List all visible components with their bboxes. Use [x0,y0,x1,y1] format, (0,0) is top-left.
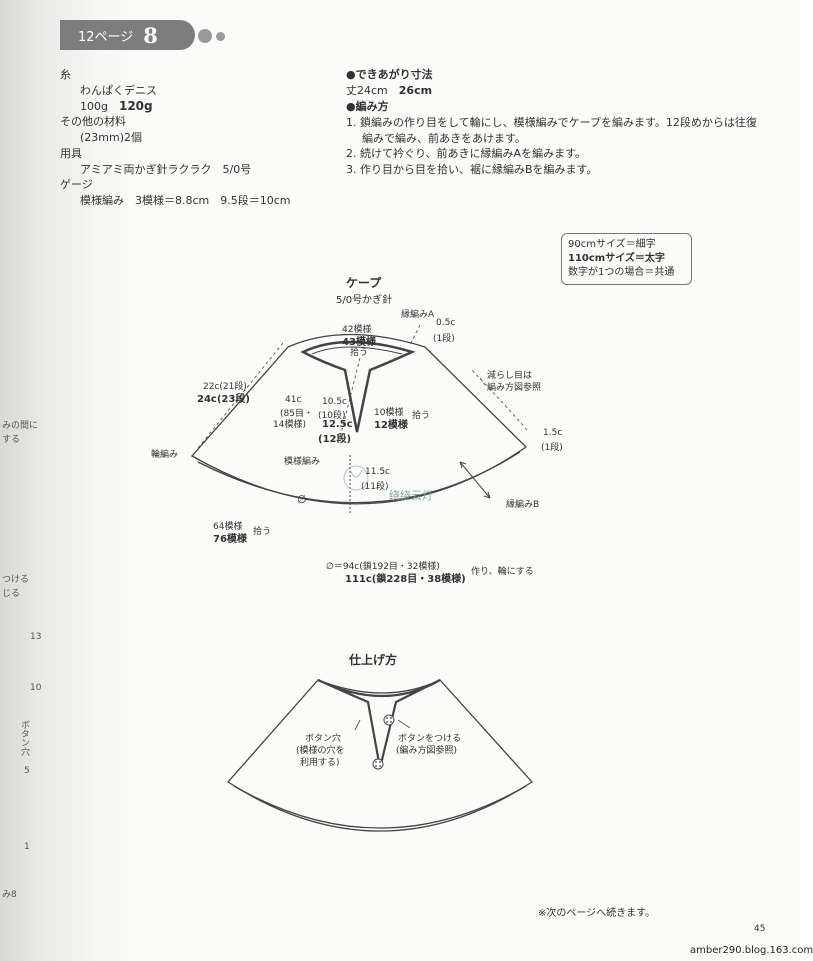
step-2: 2. 続けて衿ぐり、前あきに縁編みAを編みます。 [346,147,586,160]
yarn-label: 糸 [60,68,71,81]
chain-count-large: 111c(鎖228目・38模様) [345,574,466,585]
continue-note: ※次のページへ続きます。 [538,908,656,919]
side-length: 22c(21段) [203,382,247,392]
buttonhole-label: ボタン穴 [305,734,342,744]
size-legend: 90cmサイズ＝細字 110cmサイズ＝太字 数字が1つの場合＝共通 [561,233,692,285]
opening-length: 10.5c [322,397,347,407]
size-heading: ●できあがり寸法 [346,68,433,81]
button-material: (23mm)2個 [80,131,143,144]
top-rows: (1段) [433,334,455,344]
margin-text: する [2,435,21,445]
step-3: 3. 作り目から目を拾い、裾に縁編みBを編みます。 [346,163,598,176]
pattern-label: 模様編み [284,457,321,467]
chain-note: 作り、輪にする [471,567,534,577]
neck-stitches: 42模様 [342,325,372,335]
opening-pick: 拾う [412,411,431,421]
opening-rows-large: (12段) [318,434,352,445]
margin-text: つける [2,575,30,585]
edging-b-label: 縁編みB [506,500,540,510]
watermark: 绕绕云灯 [389,489,433,502]
needle-label: 用具 [60,147,82,160]
margin-text: 5 [24,766,30,776]
attach-button-note: (編み方図参照) [396,746,458,756]
buttonhole-note: (模様の穴を [296,746,345,756]
margin-text: 10 [30,683,42,693]
finishing-title: 仕上げ方 [349,653,398,667]
other-materials-label: その他の材料 [60,115,126,128]
page-header-tab: 12ページ 8 [60,20,195,50]
edging-a-label: 縁編みA [401,310,435,320]
page-number: 45 [754,924,766,934]
legend-line: 90cmサイズ＝細字 [568,239,656,250]
ring-label: 輪編み [151,450,179,460]
neck-stitches-large: 43模様 [342,337,376,348]
side-length-large: 24c(23段) [197,394,250,405]
decrease-note-2: 編み方図参照 [487,383,542,393]
needle: アミアミ両かぎ針ラクラク 5/0号 [80,163,252,176]
source-url: amber290.blog.163.com [690,945,813,956]
top-width: 0.5c [436,318,456,328]
item-number: 8 [143,22,158,48]
page-ref: 12ページ [78,29,134,45]
yarn-name: わんぱくデニス [80,84,157,97]
body-rows: (11段) [361,482,389,492]
header-dot-small [216,32,225,41]
margin-text: じる [2,589,21,599]
margin-text: 13 [30,632,42,642]
front-stitches: (85目・ [280,409,313,419]
diameter-symbol: ∅ [297,493,307,506]
body-length: 11.5c [365,467,390,477]
hem-pattern-large: 76模様 [213,534,247,545]
hem-pattern: 64模様 [213,522,243,532]
attach-button-label: ボタンをつける [398,734,462,744]
opening-length-large: 12.5c [322,419,353,430]
front-pattern: 14模様) [273,420,306,430]
chain-count: ∅＝94c(鎖192目・32模様) [326,562,440,572]
step-1-cont: 編みで編み、前あきをあけます。 [362,132,526,145]
margin-text: ボタン穴 [19,720,29,756]
margin-text: 1 [24,842,30,852]
front-length: 41c [285,395,302,405]
method-heading: ●編み方 [346,100,389,113]
neck-pick: 拾う [350,348,369,358]
right-width: 1.5c [543,428,563,438]
cape-title: ケープ [346,276,382,290]
finished-size: 丈24cm 26cm [346,84,433,97]
margin-text: みの間に [2,421,39,431]
yarn-amount: 100g 120g [80,99,153,113]
decrease-note: 減らし目は [487,371,533,381]
margin-text: み8 [2,890,17,900]
hem-pick: 拾う [253,527,272,537]
hook-size: 5/0号かぎ針 [336,295,393,306]
step-1: 1. 鎖編みの作り目をして輪にし、模様編みでケープを編みます。12段めからは往復 [346,116,757,129]
header-dot-large [198,29,212,43]
legend-line: 数字が1つの場合＝共通 [568,267,675,278]
gauge: 模様編み 3模様＝8.8cm 9.5段＝10cm [80,194,291,207]
gauge-label: ゲージ [60,178,93,191]
opening-pattern-large: 12模様 [374,420,408,431]
opening-pattern: 10模様 [374,408,404,418]
right-rows: (1段) [541,443,563,453]
opening-rows: (10段) [318,411,346,421]
page-gutter-shadow [0,0,130,961]
legend-line: 110cmサイズ＝太字 [568,253,665,264]
buttonhole-note-2: 利用する) [300,758,340,768]
